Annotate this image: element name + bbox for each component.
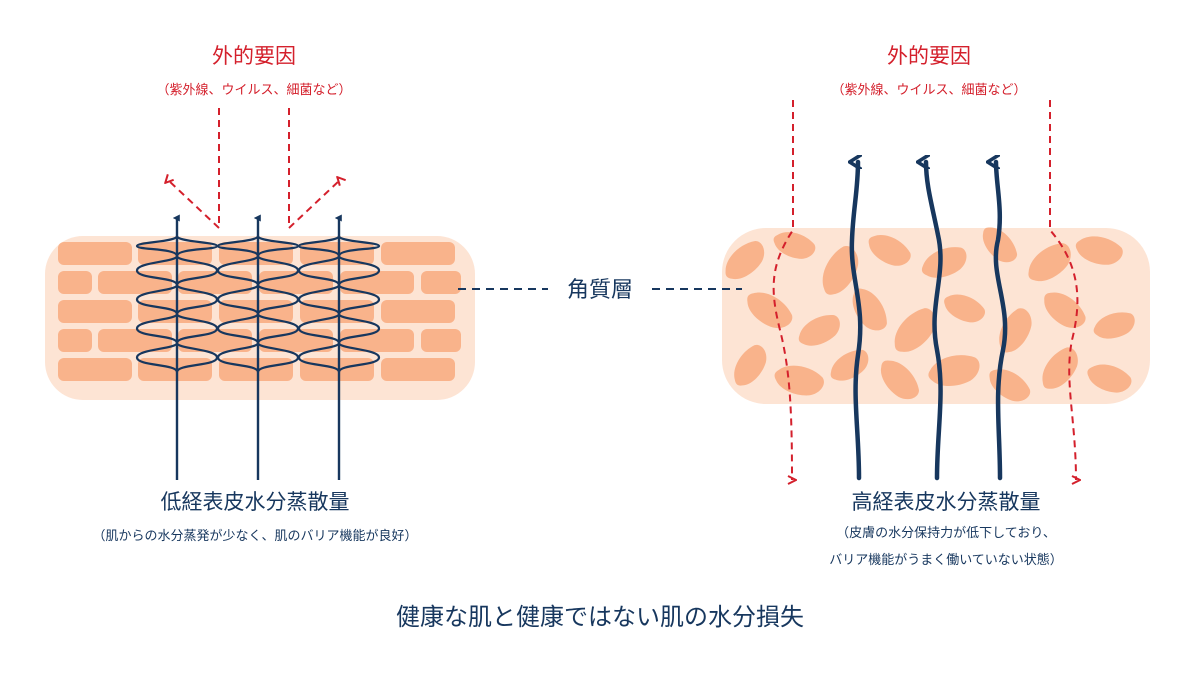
corneocyte-brick-10 xyxy=(340,271,414,294)
corneocyte-flake-17 xyxy=(734,344,767,386)
lipid-path-1 xyxy=(135,234,219,374)
healthy-moisture-arrows xyxy=(172,214,342,480)
left-external-factor-subtitle: （紫外線、ウイルス、細菌など） xyxy=(156,83,352,98)
corneocyte-brick-11 xyxy=(421,271,461,294)
lipid-path-3 xyxy=(297,234,381,374)
corneocyte-flake-20 xyxy=(880,360,919,400)
corneocyte-flake-15 xyxy=(1044,292,1086,328)
corneocyte-flake-10 xyxy=(798,315,840,346)
penetrate-arrow-right xyxy=(1049,100,1077,480)
left-external-factor-title: 外的要因 xyxy=(212,44,296,68)
corneocyte-flake-7 xyxy=(1028,243,1071,282)
corneocyte-brick-21 xyxy=(340,329,414,352)
lipid-path-mirror-3 xyxy=(297,234,381,374)
corneocyte-brick-5 xyxy=(381,242,455,265)
corneocyte-flake-13 xyxy=(944,294,986,323)
stratum-corneum-label: 角質層 xyxy=(548,272,652,304)
lipid-path-2 xyxy=(216,234,300,374)
corneocyte-flake-4 xyxy=(868,235,911,266)
corneocyte-flake-16 xyxy=(1093,312,1135,339)
corneocyte-brick-22 xyxy=(421,329,461,352)
deflect-arrow-right xyxy=(288,108,340,231)
damaged-moisture-arrow-1 xyxy=(852,162,863,481)
left-result-subtitle: （肌からの水分蒸発が少なく、肌のバリア機能が良好） xyxy=(92,529,418,544)
corneocyte-brick-27 xyxy=(381,358,455,381)
corneocyte-flake-1 xyxy=(725,241,765,280)
diagram-caption: 健康な肌と健康ではない肌の水分損失 xyxy=(396,603,804,631)
corneocyte-brick-12 xyxy=(58,300,132,323)
healthy-lipid-paths xyxy=(135,234,381,374)
right-result-subtitle-line2: バリア機能がうまく働いていない状態） xyxy=(829,553,1063,568)
corneocyte-flake-3 xyxy=(822,246,859,295)
corneocyte-flake-5 xyxy=(921,247,967,278)
damaged-moisture-arrow-2 xyxy=(926,162,943,481)
damaged-external-factor-arrows xyxy=(772,100,1078,480)
deflect-arrow-left xyxy=(168,108,220,231)
right-result-title: 高経表皮水分蒸散量 xyxy=(851,490,1041,514)
corneocyte-flake-8 xyxy=(1075,236,1123,265)
left-result-title: 低経表皮水分蒸散量 xyxy=(160,490,350,514)
healthy-external-factor-arrows xyxy=(168,108,340,231)
healthy-stratum-corneum xyxy=(45,234,475,400)
corneocyte-flake-2 xyxy=(773,232,816,259)
corneocyte-brick-17 xyxy=(58,329,92,352)
corneocyte-brick-16 xyxy=(381,300,455,323)
damaged-moisture-arrows xyxy=(852,162,1008,481)
right-result-subtitle-line1: （皮膚の水分保持力が低下しており、 xyxy=(836,526,1056,541)
corneocyte-flake-9 xyxy=(747,292,793,329)
right-external-factor-title: 外的要因 xyxy=(887,44,971,68)
right-external-factor-subtitle: （紫外線、ウイルス、細菌など） xyxy=(831,83,1027,98)
corneocyte-flake-12 xyxy=(894,308,936,352)
corneocyte-flake-6 xyxy=(982,227,1018,263)
corneocyte-flake-24 xyxy=(1087,364,1132,393)
corneocyte-flake-14 xyxy=(999,308,1032,353)
corneocyte-brick-1 xyxy=(58,242,132,265)
penetrate-arrow-left xyxy=(772,100,793,480)
corneocyte-brick-6 xyxy=(58,271,92,294)
corneocyte-brick-23 xyxy=(58,358,132,381)
damaged-moisture-arrow-3 xyxy=(996,162,1008,481)
